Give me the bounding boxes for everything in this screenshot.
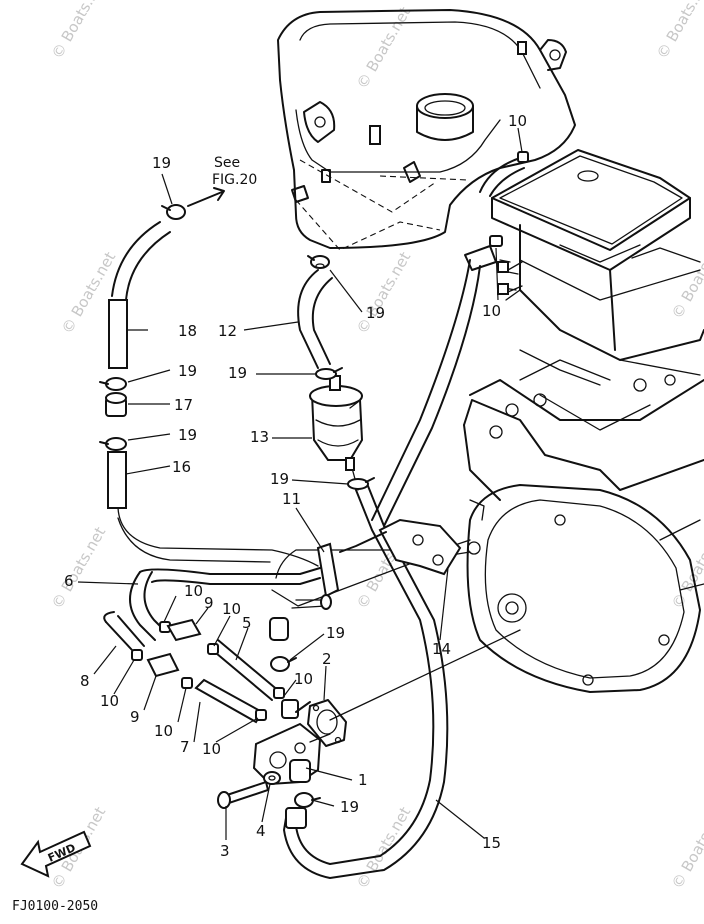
watermark-text: © Boats.net bbox=[668, 804, 704, 892]
callout-18: 18 bbox=[178, 322, 197, 340]
callout-10f: 10 bbox=[154, 722, 173, 740]
engine-block bbox=[463, 149, 704, 693]
clip-icon bbox=[315, 367, 343, 380]
callout-10d: 10 bbox=[222, 600, 241, 618]
callout-1: 1 bbox=[358, 771, 368, 789]
watermark-text: © Boats.net bbox=[353, 249, 414, 337]
clip-icon bbox=[307, 255, 330, 269]
clip-icon bbox=[315, 263, 325, 269]
bolt-and-washer bbox=[217, 771, 281, 809]
clip-icon bbox=[99, 377, 127, 391]
callout-10b: 10 bbox=[482, 302, 501, 320]
callout-13: 13 bbox=[250, 428, 269, 446]
fuel-pump bbox=[252, 699, 331, 786]
oil-tank bbox=[277, 9, 576, 251]
small-clamps bbox=[105, 151, 529, 721]
callout-19f: 19 bbox=[270, 470, 289, 488]
check-valve-9 bbox=[146, 652, 180, 678]
callout-9a: 9 bbox=[204, 594, 214, 612]
callout-8: 8 bbox=[80, 672, 90, 690]
check-valve-9 bbox=[166, 618, 202, 642]
leader-lines bbox=[77, 127, 523, 840]
clip-icon bbox=[347, 477, 375, 490]
callout-4: 4 bbox=[256, 822, 266, 840]
clip-icon bbox=[270, 656, 297, 672]
tank-fitting bbox=[369, 125, 381, 145]
callout-10c: 10 bbox=[184, 582, 203, 600]
callout-17: 17 bbox=[174, 396, 193, 414]
callout-11: 11 bbox=[282, 490, 301, 508]
callout-10h: 10 bbox=[294, 670, 313, 688]
hose-15-end bbox=[285, 807, 307, 829]
callout-10e: 10 bbox=[100, 692, 119, 710]
callout-12: 12 bbox=[218, 322, 237, 340]
hose-16 bbox=[107, 451, 127, 509]
callout-7: 7 bbox=[180, 738, 190, 756]
watermark-text: © Boats.net bbox=[653, 0, 704, 62]
see-note-line1: See bbox=[214, 155, 240, 171]
callout-3: 3 bbox=[220, 842, 230, 860]
drawing-code: FJ0100-2050 bbox=[12, 899, 98, 914]
callout-19h: 19 bbox=[340, 798, 359, 816]
callout-2: 2 bbox=[322, 650, 332, 668]
clip-icon bbox=[99, 437, 127, 451]
callout-5: 5 bbox=[242, 614, 252, 632]
clip-icon bbox=[294, 792, 321, 808]
callout-numbers: 1 2 3 4 5 6 7 8 9 9 10 10 10 10 10 10 10… bbox=[64, 112, 527, 860]
callout-16: 16 bbox=[172, 458, 191, 476]
watermark-text: © Boats.net bbox=[48, 524, 109, 612]
gasket bbox=[307, 699, 347, 747]
callout-19c: 19 bbox=[178, 426, 197, 444]
watermark-text: © Boats.net bbox=[48, 0, 109, 62]
clip-icon bbox=[161, 204, 186, 220]
hose-18 bbox=[108, 299, 128, 369]
hose-7 bbox=[194, 678, 264, 724]
watermark-text: © Boats.net bbox=[353, 804, 414, 892]
callout-14: 14 bbox=[432, 640, 451, 658]
hose-clips bbox=[99, 204, 375, 808]
callout-19a: 19 bbox=[152, 154, 171, 172]
callout-15: 15 bbox=[482, 834, 501, 852]
callout-19b: 19 bbox=[178, 362, 197, 380]
see-fig-note: See FIG.20 bbox=[187, 155, 257, 207]
see-note-line2: FIG.20 bbox=[212, 172, 257, 188]
watermark-text: © Boats.net bbox=[353, 4, 414, 92]
callout-6: 6 bbox=[64, 572, 74, 590]
callout-19d: 19 bbox=[366, 304, 385, 322]
callout-9b: 9 bbox=[130, 708, 140, 726]
callout-10a: 10 bbox=[508, 112, 527, 130]
joint-and-bracket bbox=[269, 518, 462, 641]
callout-19g: 19 bbox=[326, 624, 345, 642]
callout-10g: 10 bbox=[202, 740, 221, 758]
fuel-filter bbox=[309, 375, 364, 471]
callout-19e: 19 bbox=[228, 364, 247, 382]
